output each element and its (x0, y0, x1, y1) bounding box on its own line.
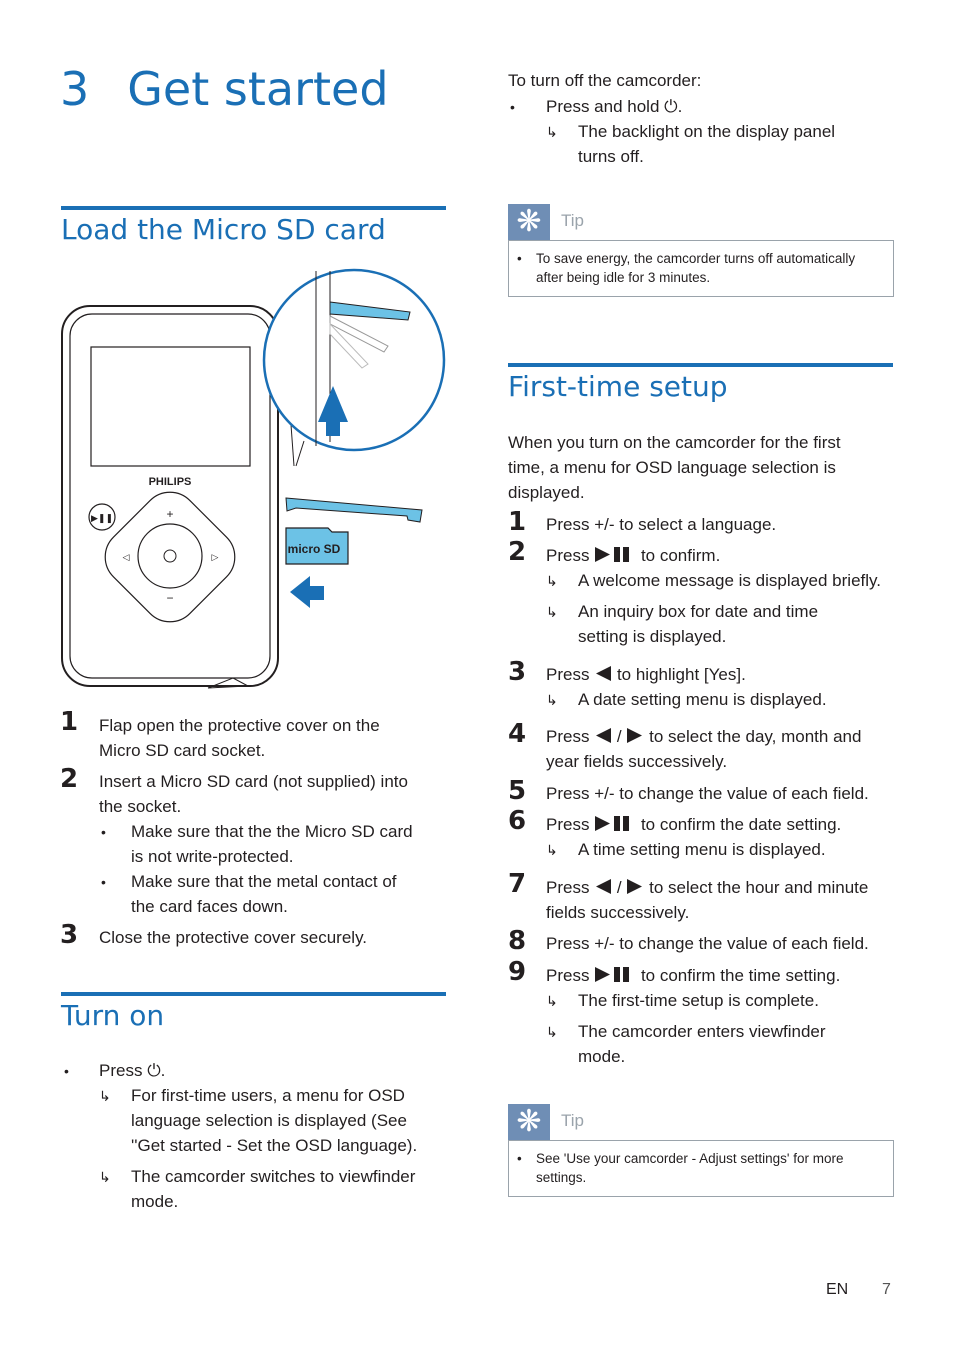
step-text: Close the protective cover securely. (99, 928, 368, 947)
step-text: Insert a Micro SD card (not supplied) in… (99, 772, 408, 816)
step-number: 4 (508, 719, 527, 749)
tip-box: • To save energy, the camcorder turns of… (508, 240, 894, 297)
power-icon: ⏻ (664, 97, 678, 116)
step-number: 7 (508, 869, 527, 899)
device-dpad (104, 491, 236, 623)
step-number: 2 (60, 764, 79, 794)
result-text: A time setting menu is displayed. (578, 840, 826, 859)
step-number: 9 (508, 957, 527, 987)
step-text: Press to highlight [Yes]. (546, 665, 746, 684)
svg-text:▷: ▷ (212, 552, 219, 562)
result-arrow-icon: ↳ (546, 124, 558, 140)
camcorder-illustration: PHILIPS ▶︎❚❚ + − ◁ ▷ micro SD (61, 268, 446, 689)
step-number: 2 (508, 537, 527, 567)
device-play-button (88, 503, 116, 531)
micro-sd-card (285, 527, 349, 565)
step-text: Press to confirm the date setting. (546, 815, 842, 834)
result-text: A date setting menu is displayed. (578, 690, 827, 709)
step-text: Press to confirm the time setting. (546, 966, 841, 985)
tip-label: Tip (561, 1111, 584, 1130)
step-number: 8 (508, 926, 527, 956)
svg-text:−: − (166, 591, 173, 605)
play-pause-icon (595, 816, 630, 831)
play-pause-icon (595, 547, 630, 562)
section-rule (61, 206, 446, 210)
svg-text:+: + (166, 507, 173, 521)
chapter-title: Get started (127, 62, 389, 116)
page-number: 7 (882, 1281, 891, 1298)
result-arrow-icon: ↳ (546, 573, 558, 589)
result-arrow-icon: ↳ (546, 1024, 558, 1040)
tip-box: • See 'Use your camcorder - Adjust setti… (508, 1140, 894, 1197)
result-text: A welcome message is displayed briefly. (578, 571, 881, 590)
left-triangle-icon (596, 728, 612, 743)
result-arrow-icon: ↳ (546, 842, 558, 858)
tip-label: Tip (561, 211, 584, 230)
svg-text:▶︎❚❚: ▶︎❚❚ (91, 513, 113, 524)
result-arrow-icon: ↳ (546, 604, 558, 620)
chapter-number: 3 (60, 62, 90, 116)
section-title-load-sd: Load the Micro SD card (61, 213, 386, 246)
turn-on-press: Press ⏻. (99, 1061, 166, 1080)
result-text: The first-time setup is complete. (578, 991, 819, 1010)
footer-language: EN (826, 1281, 849, 1298)
section-rule (61, 992, 446, 996)
left-triangle-icon (596, 879, 612, 894)
play-pause-icon (595, 967, 630, 982)
step-text: Press to confirm. (546, 546, 721, 565)
result-arrow-icon: ↳ (99, 1169, 111, 1185)
left-triangle-icon (596, 666, 612, 681)
step-number: 5 (508, 776, 527, 806)
section-rule (508, 363, 893, 367)
right-triangle-icon (627, 728, 643, 743)
step-number: 3 (60, 920, 79, 950)
bullet-dot: • (510, 99, 515, 115)
result-arrow-icon: ↳ (546, 993, 558, 1009)
section-title-turn-on: Turn on (61, 999, 165, 1032)
result-arrow-icon: ↳ (99, 1088, 111, 1104)
power-icon: ⏻ (147, 1061, 161, 1080)
step-number: 6 (508, 806, 527, 836)
step-number: 3 (508, 657, 527, 687)
right-triangle-icon (627, 879, 643, 894)
step-text: Press / to select the hour and minute fi… (546, 878, 869, 922)
insert-arrow-icon (290, 576, 324, 608)
step-number: 1 (508, 507, 527, 537)
step-number: 1 (60, 707, 79, 737)
chapter-heading: 3 Get started (60, 62, 389, 116)
svg-text:◁: ◁ (123, 552, 130, 562)
setup-intro: When you turn on the camcorder for the f… (508, 433, 841, 502)
turn-off-heading: To turn off the camcorder: (508, 71, 702, 90)
result-arrow-icon: ↳ (546, 692, 558, 708)
step-text: Press / to select the day, month and yea… (546, 727, 862, 771)
sd-logo: micro SD (288, 542, 341, 556)
turn-off-press: Press and hold ⏻. (546, 97, 683, 116)
bullet-dot: • (101, 874, 106, 890)
tip-icon: ❋ (508, 204, 550, 240)
bullet-dot: • (64, 1063, 69, 1079)
bullet-dot: • (101, 824, 106, 840)
tip-icon: ❋ (508, 1104, 550, 1140)
step-text: Press +/- to change the value of each fi… (546, 784, 869, 803)
section-title-setup: First-time setup (508, 370, 728, 403)
step-text: Press +/- to select a language. (546, 515, 777, 534)
step-text: Press +/- to change the value of each fi… (546, 934, 869, 953)
device-brand: PHILIPS (149, 476, 192, 488)
